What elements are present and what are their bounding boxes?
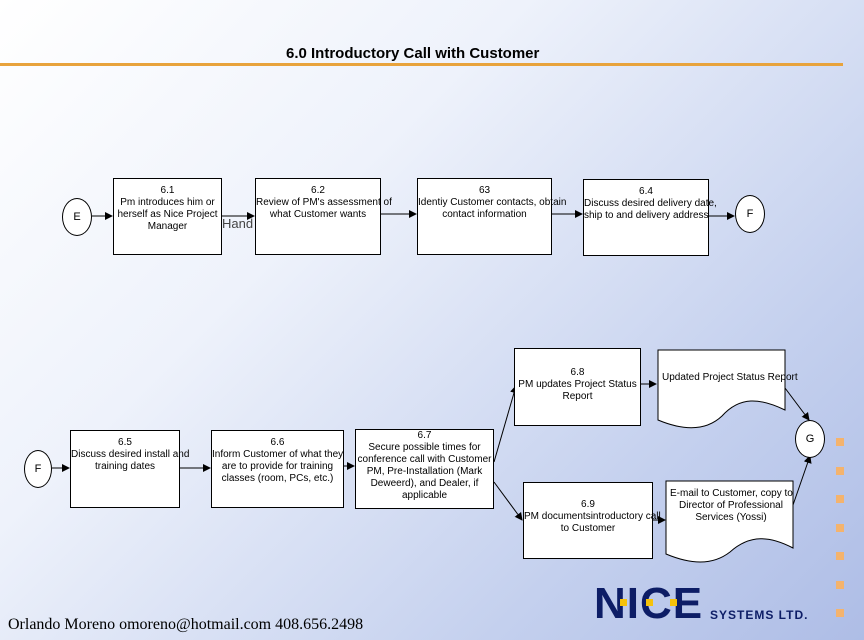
document-status-report-label: Updated Project Status Report xyxy=(662,372,798,383)
step-number: 63 xyxy=(478,185,491,196)
step-number: 6.5 xyxy=(118,437,132,448)
logo-subtitle: SYSTEMS LTD. xyxy=(710,608,809,622)
step-text: Identiy Customer contacts, obtain contac… xyxy=(418,197,567,220)
step-number: 6.1 xyxy=(160,185,175,196)
decor-square xyxy=(836,609,844,617)
nice-logo: NICE SYSTEMS LTD. xyxy=(594,582,807,626)
decor-square xyxy=(836,581,844,589)
process-box-6-6: 6.6 Inform Customer of what they are to … xyxy=(211,430,344,508)
process-box-6-5: 6.5 Discuss desired install and training… xyxy=(70,430,190,508)
step-text: Pm introduces him or herself as Nice Pro… xyxy=(117,197,218,232)
connector-f-label: F xyxy=(34,463,42,475)
document-shape-status-report xyxy=(657,349,786,429)
connector-g: G xyxy=(795,420,825,458)
process-box-6-1: 6.1 Pm introduces him or herself as Nice… xyxy=(113,178,222,255)
step-number: 6.6 xyxy=(270,437,285,448)
step-text: Secure possible times for conference cal… xyxy=(357,442,492,501)
step-text: Discuss desired delivery date, ship to a… xyxy=(584,198,717,221)
step-text: PM documentsintroductory call to Custome… xyxy=(524,511,661,534)
connector-f-label: F xyxy=(746,208,754,220)
decor-square xyxy=(836,552,844,560)
connector-g-label: G xyxy=(805,433,815,445)
step-text: PM updates Project Status Report xyxy=(518,379,637,402)
process-box-6-4: 6.4 Discuss desired delivery date, ship … xyxy=(583,179,717,256)
step-number: 6.4 xyxy=(639,186,653,197)
connector-e: E xyxy=(62,198,92,236)
step-number: 6.2 xyxy=(311,185,325,196)
step-number: 6.9 xyxy=(581,499,595,510)
decor-square xyxy=(836,467,844,475)
process-box-6-2: 6.2 Review of PM's assessment of what Cu… xyxy=(255,178,392,255)
title-underline xyxy=(0,63,843,66)
step-text: Discuss desired install and training dat… xyxy=(71,449,190,472)
arrow-6-7-to-6-8 xyxy=(493,385,518,463)
process-box-6-9: 6.9 PM documentsintroductory call to Cus… xyxy=(523,482,661,559)
arrow-doc1-to-g xyxy=(784,387,810,421)
step-number: 6.7 xyxy=(417,430,432,441)
logo-dot xyxy=(646,599,653,606)
connector-f-in: F xyxy=(24,450,52,488)
process-box-6-7: 6.7 Secure possible times for conference… xyxy=(355,429,494,509)
document-email-label: E-mail to Customer, copy to Director of … xyxy=(670,488,793,523)
decor-square xyxy=(836,438,844,446)
arrow-6-7-to-6-9 xyxy=(493,481,523,521)
page-title: 6.0 Introductory Call with Customer xyxy=(286,45,540,62)
step-text: Inform Customer of what they are to prov… xyxy=(212,449,344,484)
step-number: 6.8 xyxy=(570,367,585,378)
decor-square xyxy=(836,495,844,503)
document-shape-email xyxy=(665,480,794,563)
footer-author-contact: Orlando Moreno omoreno@hotmail.com 408.6… xyxy=(8,616,364,633)
process-box-6-3: 63 Identiy Customer contacts, obtain con… xyxy=(417,178,567,255)
connector-f-out: F xyxy=(735,195,765,233)
logo-dot xyxy=(670,599,677,606)
connector-e-label: E xyxy=(73,211,81,223)
step-text: Review of PM's assessment of what Custom… xyxy=(256,197,392,220)
stray-text: Hand xyxy=(222,216,254,231)
arrow-doc2-to-g xyxy=(792,455,812,506)
decor-square xyxy=(836,524,844,532)
logo-dot xyxy=(620,599,627,606)
process-box-6-8: 6.8 PM updates Project Status Report xyxy=(514,348,641,426)
